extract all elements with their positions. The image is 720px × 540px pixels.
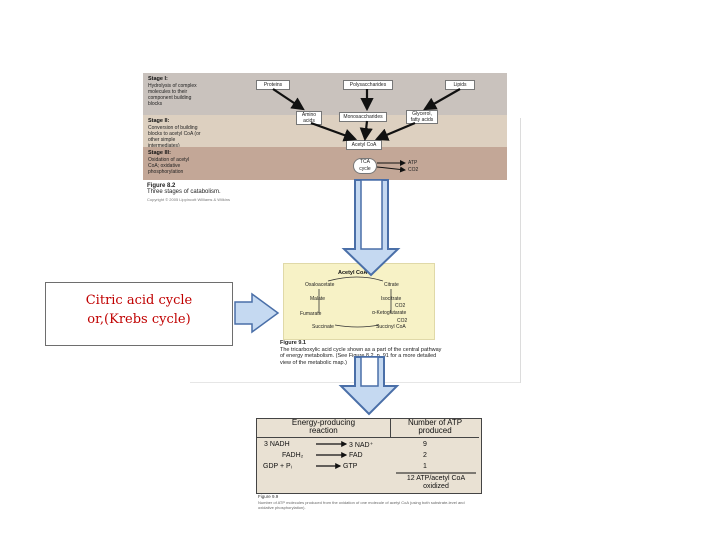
atp-table-panel — [256, 418, 482, 494]
glycerol-box: Glycerol, fatty acids — [406, 110, 438, 124]
cycle-succinyl-coa: Succinyl CoA — [376, 324, 406, 330]
catabolism-caption-title: Figure 8.2 — [147, 183, 176, 189]
arrow-proteins-aminoacids — [272, 88, 305, 111]
header-atp: Number of ATP produced — [407, 418, 463, 435]
cycle-caption-title: Figure 9.1 — [280, 340, 306, 346]
catabolism-arrows — [272, 88, 461, 173]
row-right: GTP — [343, 463, 358, 470]
co2-label: CO2 — [408, 167, 419, 173]
atp-table-header-right: Number of ATP produced — [391, 419, 479, 438]
atp-total: 12 ATP/acetyl CoA oxidized — [406, 475, 466, 490]
cycle-akg: α-Ketoglutarate — [372, 310, 407, 316]
cycle-co2-1: CO2 — [395, 303, 406, 309]
callout-line-1: Citric acid cycle — [85, 293, 193, 308]
catabolism-caption-text: Three stages of catabolism. — [147, 189, 221, 195]
stage-1-band: Stage I: Hydrolysis of complex molecules… — [143, 73, 507, 115]
catabolism-caption: Figure 8.2 Three stages of catabolism. — [147, 183, 221, 195]
callout-box: Citric acid cycle or,(Krebs cycle) — [45, 282, 233, 346]
stage-2-description: Conversion of building blocks to acetyl … — [148, 125, 201, 149]
atp-label: ATP — [408, 160, 418, 166]
row-left: FADH₂ — [282, 452, 304, 459]
cycle-citrate: Citrate — [384, 282, 399, 288]
cycle-succinate: Succinate — [312, 324, 334, 330]
atp-figure-label: Figure 9.9 — [258, 494, 279, 499]
stage-2-band: Stage II: Conversion of building blocks … — [143, 115, 507, 149]
row-left: GDP + Pᵢ — [263, 463, 292, 470]
arrow-monosacch-acetylcoa — [359, 120, 373, 142]
page-edge-line — [520, 118, 521, 383]
catabolism-copyright: Copyright © 2005 Lippincott Williams & W… — [147, 197, 230, 202]
cycle-acetyl-coa: Acetyl CoA — [338, 270, 368, 276]
cycle-arc-bottom — [334, 324, 380, 328]
stage-1-description: Hydrolysis of complex molecules to their… — [148, 83, 197, 107]
arrow-tca-co2 — [376, 166, 406, 173]
stage-1-title: Stage I: — [148, 76, 168, 82]
tca-cycle-box: TCA cycle — [353, 158, 377, 174]
amino-acids-box: Amino acids — [296, 111, 322, 125]
arrow-glycerol-acetylcoa — [374, 121, 416, 141]
cycle-co2-2: CO2 — [397, 318, 408, 324]
row-right: 3 NAD⁺ — [349, 442, 374, 449]
row-left: 3 NADH — [264, 441, 290, 448]
stage-2-title: Stage II: — [148, 118, 170, 124]
atp-table-header-left: Energy-producing reaction — [257, 419, 391, 438]
cycle-arrows — [318, 276, 392, 328]
atp-table-lines — [316, 441, 476, 474]
arrow-aminoacids-acetylcoa — [310, 121, 358, 142]
cycle-fumarate: Fumarate — [300, 311, 322, 317]
row-right: FAD — [349, 452, 363, 459]
stage-3-title: Stage III: — [148, 150, 171, 156]
cycle-oxaloacetate: Oxaloacetate — [305, 282, 335, 288]
header-reaction: Energy-producing reaction — [291, 418, 356, 435]
callout-line-2: or,(Krebs cycle) — [87, 312, 191, 327]
cycle-malate: Malate — [310, 296, 326, 302]
atp-caption: Number of ATP molecules produced from th… — [258, 500, 465, 510]
stage-3-description: Oxidation of acetyl CoA; oxidative phosp… — [148, 157, 190, 175]
down-arrow-2-inner — [360, 356, 379, 387]
right-arrow — [234, 292, 280, 334]
stage-3-band: Stage III: Oxidation of acetyl CoA; oxid… — [143, 147, 507, 180]
cycle-arc-top — [327, 276, 384, 282]
row-value: 1 — [423, 463, 427, 470]
row-value: 2 — [423, 452, 427, 459]
arrow-lipids-glycerol — [423, 88, 461, 111]
row-value: 9 — [423, 441, 427, 448]
monosaccharides-box: Monosaccharides — [339, 112, 387, 122]
down-arrow-1-inner — [360, 179, 383, 250]
